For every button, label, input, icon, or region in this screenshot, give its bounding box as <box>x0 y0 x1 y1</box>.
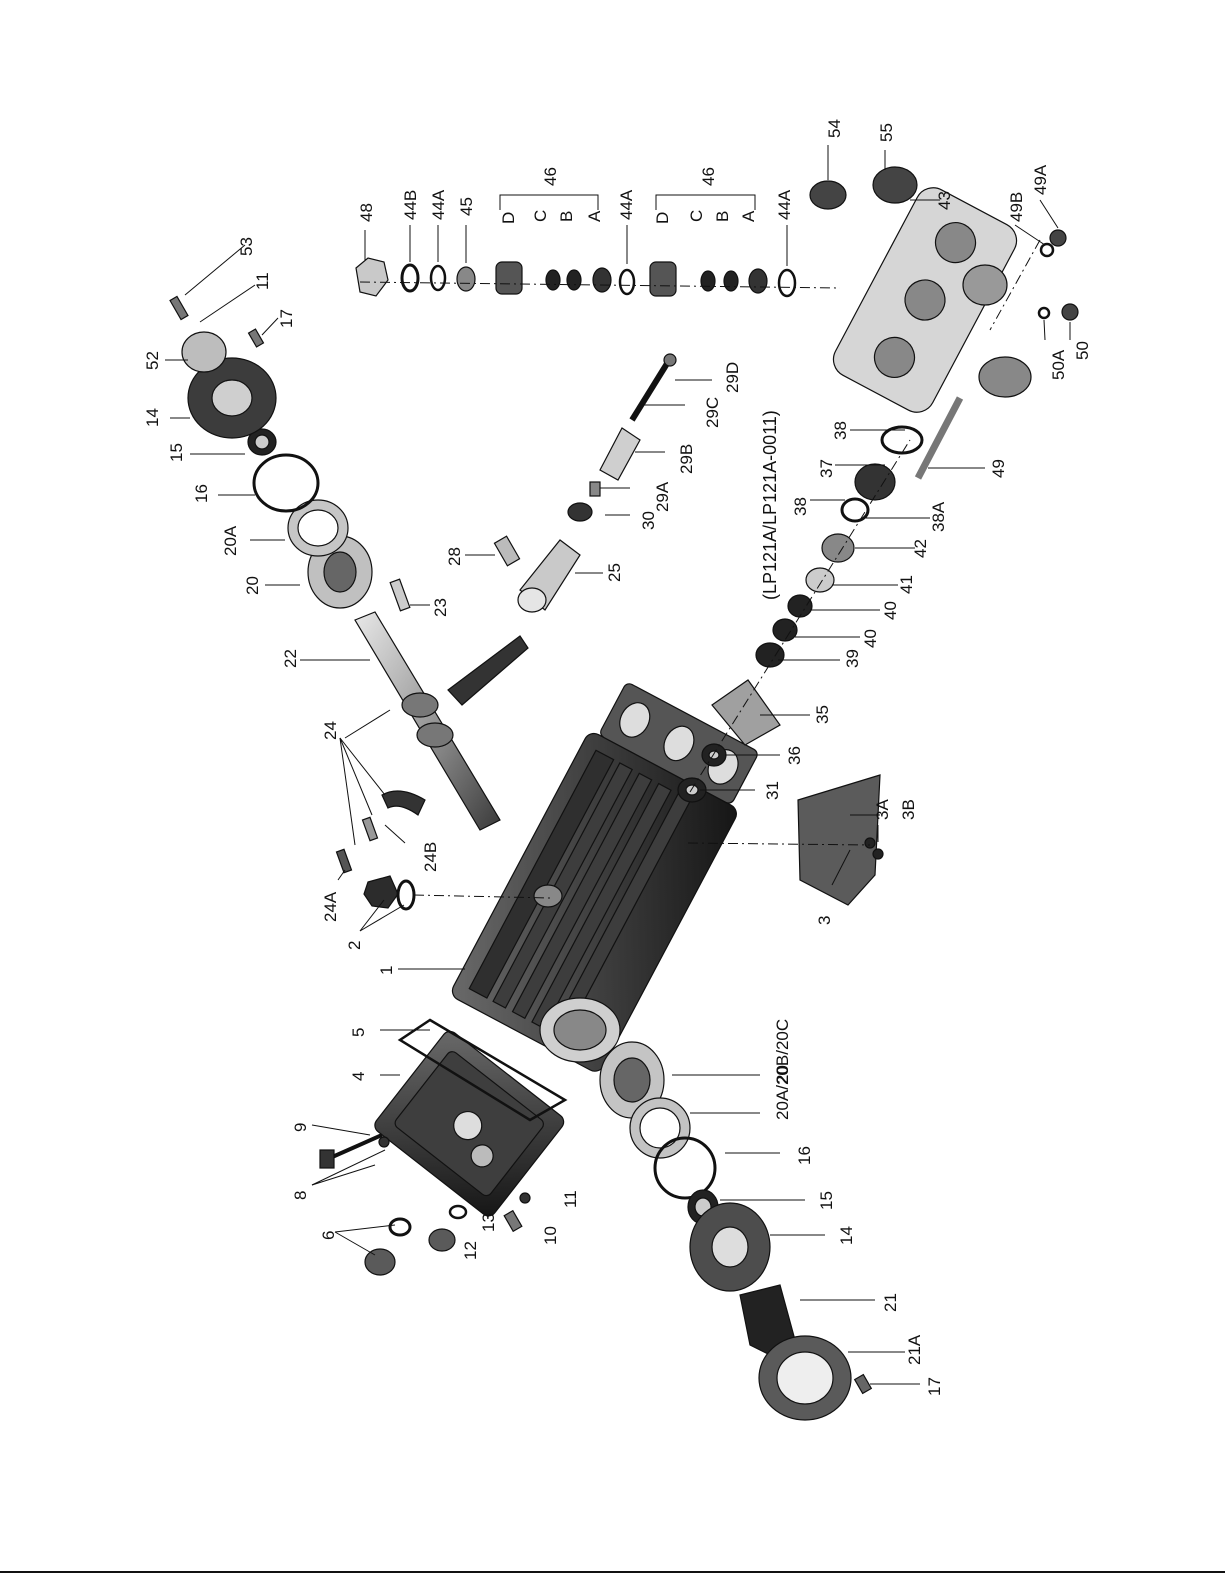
label-28: 28 <box>445 547 464 566</box>
label-4: 4 <box>349 1072 368 1081</box>
label-49: 49 <box>989 459 1008 478</box>
label-17-upper: 17 <box>277 309 296 328</box>
label-49A: 49A <box>1031 164 1050 195</box>
label-C-right: C <box>687 210 706 222</box>
label-20A-20B-20C: 20A/20B/20C <box>773 1019 792 1120</box>
label-36: 36 <box>785 746 804 765</box>
label-44A-2: 44A <box>617 189 636 220</box>
label-3: 3 <box>815 916 834 925</box>
label-10: 10 <box>541 1226 560 1245</box>
label-54: 54 <box>825 119 844 138</box>
label-40b: 40 <box>881 601 900 620</box>
label-46-right: 46 <box>699 167 718 186</box>
label-C-left: C <box>531 210 550 222</box>
label-25: 25 <box>605 563 624 582</box>
label-13: 13 <box>479 1213 498 1232</box>
label-39: 39 <box>843 649 862 668</box>
label-17-lower: 17 <box>925 1377 944 1396</box>
label-29D: 29D <box>723 362 742 393</box>
label-B-left: B <box>557 211 576 222</box>
label-45: 45 <box>457 197 476 216</box>
label-29A: 29A <box>653 481 672 512</box>
label-1: 1 <box>377 966 396 975</box>
label-21A: 21A <box>905 1334 924 1365</box>
label-15-lower: 15 <box>817 1191 836 1210</box>
rear-cover <box>372 1028 567 1219</box>
label-20-upper: 20 <box>243 576 262 595</box>
label-8: 8 <box>291 1191 310 1200</box>
label-44A-3: 44A <box>775 189 794 220</box>
label-16-lower: 16 <box>795 1146 814 1165</box>
label-2: 2 <box>345 941 364 950</box>
label-14-lower: 14 <box>837 1226 856 1245</box>
label-15-upper: 15 <box>167 443 186 462</box>
parts-artwork <box>170 167 1078 1420</box>
label-48: 48 <box>357 203 376 222</box>
label-16-upper: 16 <box>192 484 211 503</box>
label-43: 43 <box>935 191 954 210</box>
label-B-right: B <box>713 211 732 222</box>
label-3B: 3B <box>899 799 918 820</box>
label-46-left: 46 <box>541 167 560 186</box>
label-37: 37 <box>817 459 836 478</box>
label-D-right: D <box>653 212 672 224</box>
label-38-upper: 38 <box>831 421 850 440</box>
label-29C: 29C <box>703 397 722 428</box>
label-52: 52 <box>143 351 162 370</box>
label-53: 53 <box>237 237 256 256</box>
label-20A: 20A <box>221 525 240 556</box>
label-50A: 50A <box>1049 349 1068 380</box>
label-24: 24 <box>321 721 340 740</box>
label-A-right: A <box>739 210 758 222</box>
label-11-upper: 11 <box>253 272 272 290</box>
label-3A: 3A <box>873 799 892 820</box>
label-29B: 29B <box>677 444 696 474</box>
label-42: 42 <box>911 539 930 558</box>
label-41: 41 <box>897 575 916 594</box>
model-label: (LP121A/LP121A-0011) <box>760 410 780 600</box>
label-44A-1: 44A <box>429 189 448 220</box>
label-55: 55 <box>877 123 896 142</box>
label-35: 35 <box>813 705 832 724</box>
label-D-left: D <box>499 212 518 224</box>
label-40a: 40 <box>861 629 880 648</box>
label-38A: 38A <box>929 501 948 532</box>
label-A-left: A <box>585 210 604 222</box>
label-23: 23 <box>431 598 450 617</box>
label-49B: 49B <box>1007 192 1026 222</box>
oil-plug <box>364 876 414 909</box>
label-12: 12 <box>461 1241 480 1260</box>
label-5: 5 <box>349 1028 368 1037</box>
label-38-lower: 38 <box>791 497 810 516</box>
label-31: 31 <box>763 781 782 800</box>
label-44B: 44B <box>401 190 420 220</box>
label-30: 30 <box>639 511 658 530</box>
crankshaft <box>355 612 500 830</box>
label-6: 6 <box>319 1231 338 1240</box>
label-22: 22 <box>281 649 300 668</box>
label-50: 50 <box>1073 341 1092 360</box>
label-9: 9 <box>291 1123 310 1132</box>
label-11-lower: 11 <box>561 1190 580 1208</box>
label-14-upper: 14 <box>143 408 162 427</box>
label-24A: 24A <box>321 891 340 922</box>
label-24B: 24B <box>421 842 440 872</box>
label-21: 21 <box>881 1293 900 1312</box>
